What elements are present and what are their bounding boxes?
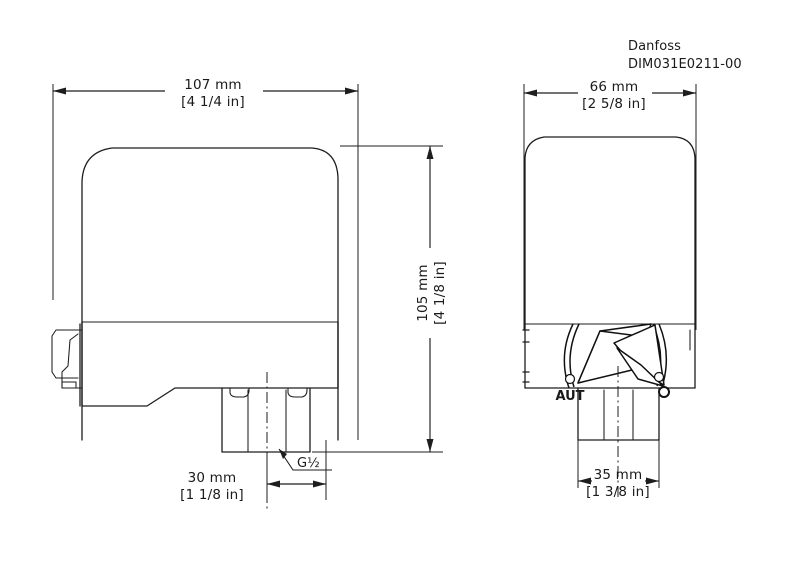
side-width-value-inch: [4 1/4 in]: [181, 94, 245, 110]
side-height-value-mm: 105 mm: [415, 264, 431, 322]
side-height-arrow-bottom: [426, 439, 434, 452]
side-view-connector: [51, 323, 83, 407]
lever-mode-label-aut: AUT: [555, 389, 584, 404]
front-width-value-mm: 66 mm: [590, 79, 639, 95]
side-view-base-outline: [81, 321, 339, 407]
lever-pivot-marker: [653, 371, 665, 383]
front-view-base-block: [577, 387, 660, 441]
side-width-value-mm: 107 mm: [184, 77, 242, 93]
base-block-outline: [577, 387, 660, 441]
side-view-group: G½: [51, 147, 339, 510]
spigot-tab-left: [229, 387, 250, 398]
front-view-group: AUT: [522, 136, 696, 500]
lever-position-marker-aut: [564, 373, 576, 385]
front-base-value-inch: [1 3/8 in]: [586, 484, 650, 500]
side-height-value-inch: [4 1/8 in]: [432, 261, 448, 325]
connector-tip: [61, 381, 77, 389]
front-base-arrow-right: [646, 477, 659, 485]
spigot-outline: [221, 387, 311, 453]
front-width-arrow-left: [524, 89, 537, 97]
side-height-arrow-top: [426, 146, 434, 159]
brand-label: Danfoss: [628, 39, 681, 54]
lever-handle-tip: [616, 347, 664, 387]
spigot-tab-right: [287, 387, 308, 398]
thread-label-leader: G½: [278, 448, 332, 471]
spigot-offset-arrow-left: [267, 480, 280, 488]
spigot-offset-value-mm: 30 mm: [188, 470, 237, 486]
front-base-arrow-left: [578, 477, 591, 485]
title-block: Danfoss DIM031E0211-00: [628, 39, 742, 72]
spigot-offset-value-inch: [1 1/8 in]: [180, 487, 244, 503]
dimension-front-base-width: 35 mm [1 3/8 in]: [577, 440, 660, 500]
dimension-side-spigot-offset: 30 mm [1 1/8 in]: [180, 440, 327, 503]
thread-leader-arrowhead: [279, 449, 287, 459]
front-base-value-mm: 35 mm: [594, 467, 643, 483]
side-width-arrow-right: [345, 87, 358, 95]
document-code-label: DIM031E0211-00: [628, 57, 742, 72]
side-view-body-outline: [81, 147, 339, 441]
connector-housing-outline: [51, 329, 83, 379]
thread-size-label: G½: [297, 456, 320, 471]
side-view-spigot: [221, 387, 311, 453]
spigot-offset-arrow-right: [313, 480, 326, 488]
lever-position-marker-manual: [658, 386, 670, 398]
side-width-arrow-left: [53, 87, 66, 95]
front-view-body-outline: [524, 136, 696, 389]
dimension-side-width: 107 mm [4 1/4 in]: [52, 77, 359, 440]
front-width-value-inch: [2 5/8 in]: [582, 96, 646, 112]
dimension-front-width: 66 mm [2 5/8 in]: [523, 79, 697, 330]
manual-override-lever: AUT: [555, 323, 670, 404]
dimension-side-height: 105 mm [4 1/8 in]: [312, 145, 448, 453]
front-width-arrow-right: [683, 89, 696, 97]
